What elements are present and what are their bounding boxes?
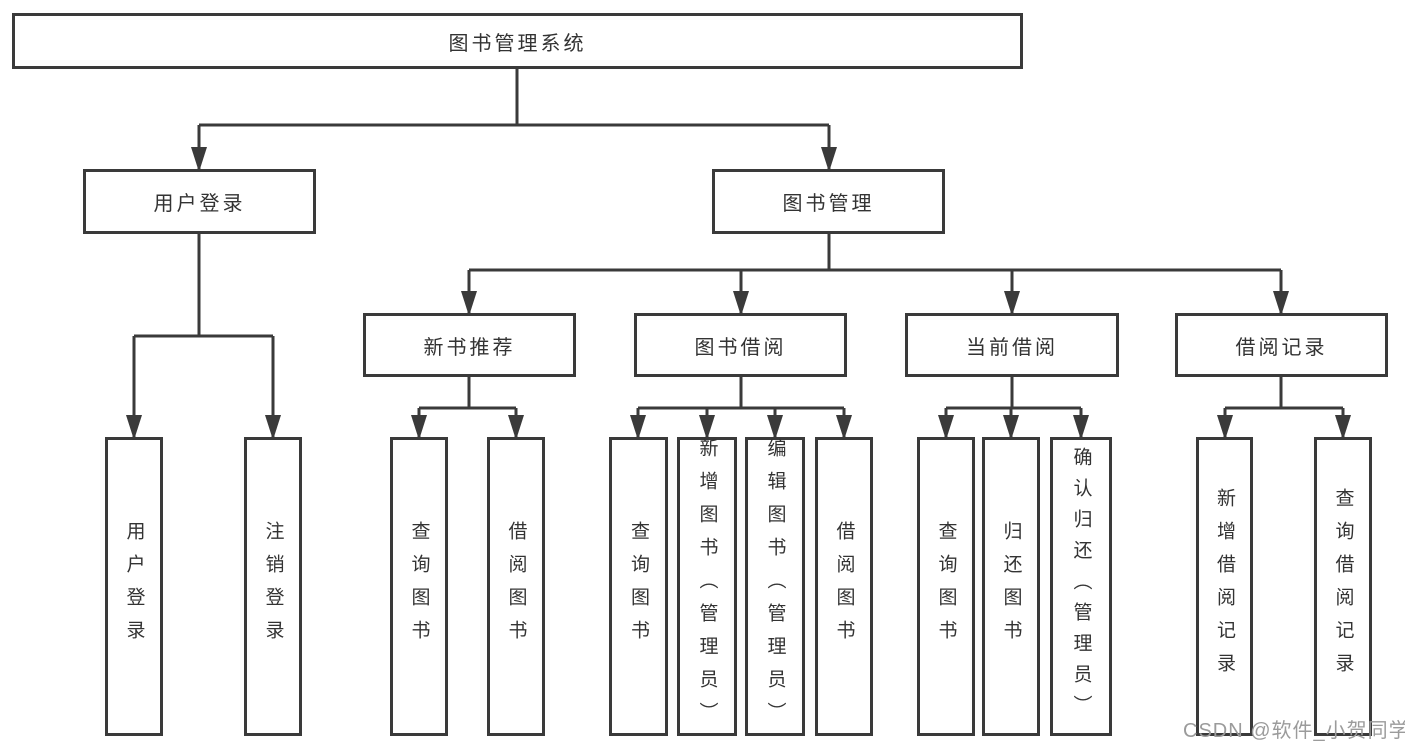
leaf-add-book-admin: 新增图书（管理员） bbox=[677, 437, 737, 736]
leaf-logout: 注销登录 bbox=[244, 437, 302, 736]
node-label: 借阅图书 bbox=[505, 520, 527, 653]
leaf-query-books-current: 查询图书 bbox=[917, 437, 975, 736]
leaf-query-books-recommend: 查询图书 bbox=[390, 437, 448, 736]
node-label: 新增借阅记录 bbox=[1214, 487, 1235, 686]
node-label: 当前借阅 bbox=[966, 336, 1058, 359]
node-label: 新书推荐 bbox=[423, 336, 516, 359]
node-current-borrowing: 当前借阅 bbox=[905, 313, 1119, 377]
node-label: 归还图书 bbox=[1000, 520, 1022, 653]
node-label: 编辑图书（管理员） bbox=[764, 438, 786, 735]
node-label: 借阅记录 bbox=[1235, 336, 1328, 359]
leaf-query-books-borrowing: 查询图书 bbox=[609, 437, 668, 736]
node-label: 查询图书 bbox=[628, 520, 649, 653]
node-label: 用户登录 bbox=[153, 193, 246, 215]
node-label: 注销登录 bbox=[262, 520, 284, 653]
leaf-return-books: 归还图书 bbox=[982, 437, 1040, 736]
node-label: 查询借阅记录 bbox=[1332, 487, 1354, 686]
node-label: 查询图书 bbox=[935, 520, 957, 653]
leaf-borrow-books-recommend: 借阅图书 bbox=[487, 437, 545, 736]
node-new-book-recommendation: 新书推荐 bbox=[363, 313, 576, 377]
leaf-confirm-return-admin: 确认归还（管理员） bbox=[1050, 437, 1112, 736]
node-label: 图书管理系统 bbox=[448, 32, 587, 55]
node-book-management-branch: 图书管理 bbox=[712, 169, 945, 234]
node-label: 图书借阅 bbox=[694, 336, 787, 359]
node-label: 确认归还（管理员） bbox=[1070, 447, 1092, 726]
leaf-user-login: 用户登录 bbox=[105, 437, 163, 736]
node-label: 借阅图书 bbox=[833, 520, 855, 653]
leaf-query-borrow-record: 查询借阅记录 bbox=[1314, 437, 1372, 736]
node-label: 图书管理 bbox=[782, 193, 875, 215]
node-book-borrowing: 图书借阅 bbox=[634, 313, 847, 377]
node-label: 新增图书（管理员） bbox=[696, 438, 718, 735]
node-borrowing-records: 借阅记录 bbox=[1175, 313, 1388, 377]
csdn-watermark: CSDN @软件_小贺同学 bbox=[1183, 720, 1405, 742]
leaf-edit-book-admin: 编辑图书（管理员） bbox=[745, 437, 805, 736]
leaf-add-borrow-record: 新增借阅记录 bbox=[1196, 437, 1253, 736]
leaf-borrow-books-borrowing: 借阅图书 bbox=[815, 437, 873, 736]
node-root-library-system: 图书管理系统 bbox=[12, 13, 1023, 69]
node-label: 查询图书 bbox=[408, 520, 430, 653]
node-user-login-branch: 用户登录 bbox=[83, 169, 316, 234]
node-label: 用户登录 bbox=[123, 520, 145, 653]
